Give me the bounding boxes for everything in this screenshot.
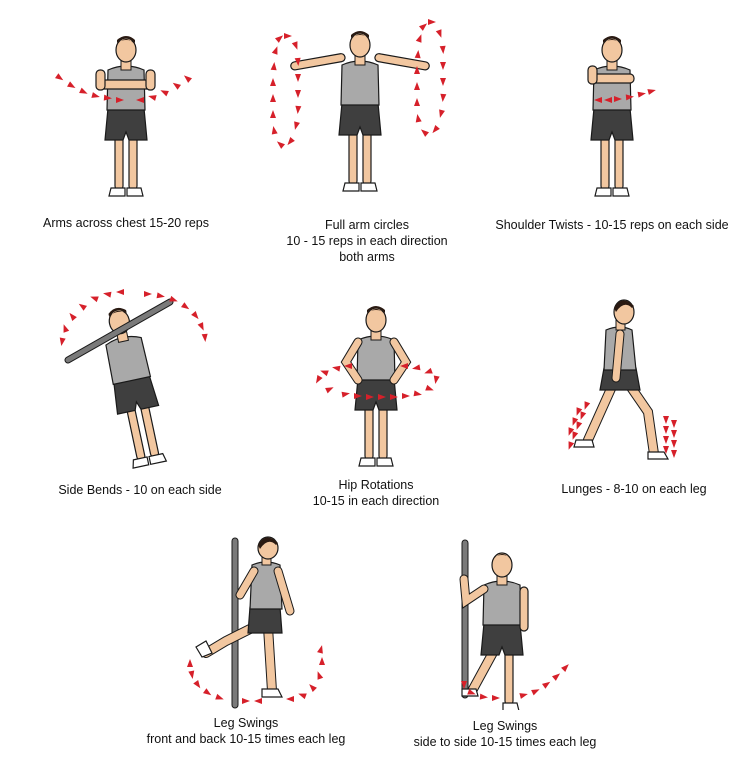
caption-leg-swings-side: Leg Swings side to side 10-15 times each… xyxy=(413,719,597,749)
exercise-leg-swings-side: Leg Swings side to side 10-15 times each… xyxy=(414,535,620,760)
side-bends-figure xyxy=(58,289,209,470)
exercise-lunges: Lunges - 8-10 on each leg xyxy=(540,290,730,510)
caption-lunges: Lunges - 8-10 on each leg xyxy=(561,482,707,496)
arrow-circle-right-icon xyxy=(414,19,447,137)
arrow-down-right-icon xyxy=(663,416,677,458)
exercise-side-bends: Side Bends - 10 on each side xyxy=(40,280,250,510)
exercise-hip-rotations: Hip Rotations 10-15 in each direction xyxy=(290,290,470,520)
caption-hip-rotations: Hip Rotations 10-15 in each direction xyxy=(312,478,440,508)
caption-shoulder-twists: Shoulder Twists - 10-15 reps on each sid… xyxy=(495,218,729,232)
exercise-shoulder-twists: Shoulder Twists - 10-15 reps on each sid… xyxy=(495,20,730,250)
arms-across-chest-figure xyxy=(55,35,192,197)
leg-swings-side-figure xyxy=(459,539,571,710)
caption-full-arm-circles: Full arm circles 10 - 15 reps in each di… xyxy=(286,218,448,264)
caption-leg-swings-front-back: Leg Swings front and back 10-15 times ea… xyxy=(146,716,346,746)
exercise-leg-swings-front-back: Leg Swings front and back 10-15 times ea… xyxy=(146,535,360,760)
exercise-full-arm-circles: Full arm circles 10 - 15 reps in each di… xyxy=(262,10,472,270)
hip-rotations-figure xyxy=(313,305,440,467)
exercise-arms-across-chest: Arms across chest 15-20 reps xyxy=(40,20,220,250)
full-arm-circles-figure xyxy=(270,19,447,192)
arrow-arc-right-icon xyxy=(144,291,209,343)
shoulder-twists-figure xyxy=(587,35,657,197)
lunges-figure xyxy=(565,299,677,460)
leg-swings-front-back-figure xyxy=(187,536,325,709)
caption-side-bends: Side Bends - 10 on each side xyxy=(58,483,222,497)
arrow-circle-left-icon xyxy=(270,33,302,149)
caption-arms-across-chest: Arms across chest 15-20 reps xyxy=(42,216,210,230)
